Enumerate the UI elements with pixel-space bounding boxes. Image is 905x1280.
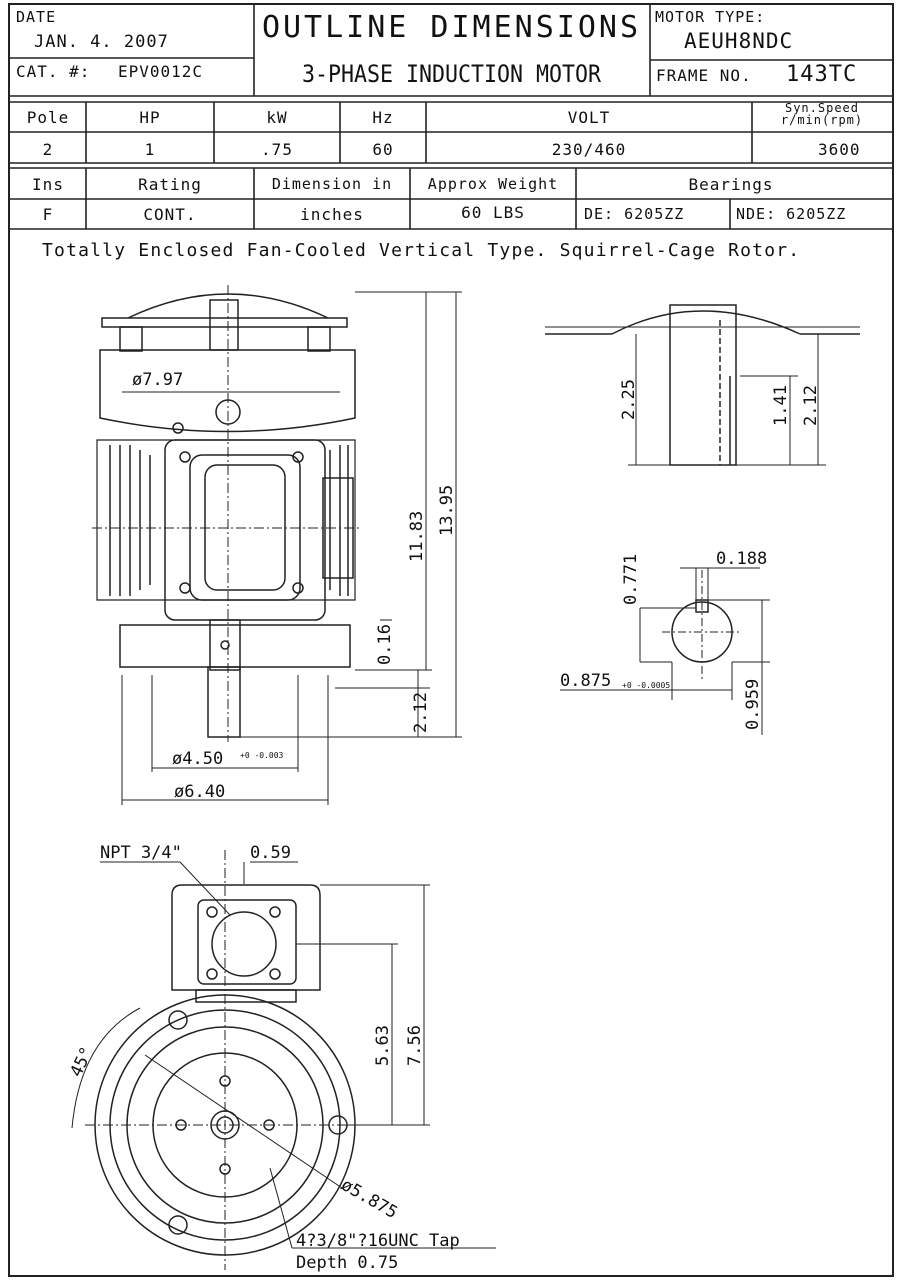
tap-depth-label: Depth 0.75 xyxy=(296,1253,398,1273)
weight-header: Approx Weight xyxy=(427,175,559,193)
side-view-labels: ø7.97 11.83 13.95 0.16 2.12 ø4.50 +0 -0.… xyxy=(132,370,457,802)
box-offset-label: 0.59 xyxy=(250,843,291,863)
pole-value: 2 xyxy=(42,140,54,159)
hz-value: 60 xyxy=(372,140,394,159)
volt-header: VOLT xyxy=(567,108,611,127)
tap-spec-label: 4?3/8"?16UNC Tap xyxy=(296,1231,460,1251)
volt-value: 230/460 xyxy=(551,140,627,159)
kw-header: kW xyxy=(266,108,288,127)
drawing-title: OUTLINE DIMENSIONS xyxy=(261,10,642,45)
detail-height-2-25: 2.25 xyxy=(619,379,639,420)
detail-height-1-41: 1.41 xyxy=(771,385,791,426)
kw-value: .75 xyxy=(261,140,293,159)
bearings-header: Bearings xyxy=(688,175,774,194)
motor-side-view xyxy=(92,285,462,805)
detail-height-2-12: 2.12 xyxy=(801,385,821,426)
overall-height-label: 13.95 xyxy=(437,485,457,536)
conduit-label: NPT 3/4" xyxy=(100,843,182,863)
pilot-tolerance-label: +0 -0.003 xyxy=(240,751,284,760)
pole-header: Pole xyxy=(26,108,70,127)
motor-description: Totally Enclosed Fan-Cooled Vertical Typ… xyxy=(42,240,801,261)
motor-end-view xyxy=(71,850,496,1270)
bearing-nde: NDE: 6205ZZ xyxy=(736,205,847,223)
shaft-detail-labels: 2.25 1.41 2.12 xyxy=(619,379,821,426)
bolt-circle-label: ø5.875 xyxy=(338,1175,401,1223)
cap-diameter-label: ø7.97 xyxy=(132,370,183,390)
cat-value: EPV0012C xyxy=(118,62,204,81)
cat-label: CAT. #: xyxy=(16,62,91,81)
keyway-labels: 0.188 0.771 0.875 +0 -0.0005 0.959 xyxy=(560,549,767,730)
box-height-2-label: 7.56 xyxy=(405,1025,425,1066)
date-value: JAN. 4. 2007 xyxy=(34,32,169,52)
weight-value: 60 LBS xyxy=(461,203,525,222)
body-height-label: 11.83 xyxy=(407,511,427,562)
hp-value: 1 xyxy=(144,140,156,159)
motor-type-label: MOTOR TYPE: xyxy=(655,8,766,26)
speed-value: 3600 xyxy=(818,140,861,159)
dimension-value: inches xyxy=(300,205,364,224)
motor-type-value: AEUH8NDC xyxy=(684,29,794,53)
frame-label: FRAME NO. xyxy=(656,66,752,85)
key-width-label: 0.188 xyxy=(716,549,767,569)
bearing-de: DE: 6205ZZ xyxy=(584,205,685,223)
date-label: DATE xyxy=(16,8,57,26)
rating-header: Rating xyxy=(138,175,202,194)
pilot-diameter-label: ø4.50 xyxy=(172,749,223,769)
hz-header: Hz xyxy=(372,108,394,127)
key-height-label: 0.959 xyxy=(743,679,763,730)
dimension-header: Dimension in xyxy=(271,175,393,193)
hp-header: HP xyxy=(139,108,161,127)
drawing-subtitle: 3-PHASE INDUCTION MOTOR xyxy=(301,60,602,88)
shaft-length-label: 2.12 xyxy=(411,692,431,733)
rating-value: CONT. xyxy=(143,205,197,224)
flange-diameter-label: ø6.40 xyxy=(174,782,225,802)
shaft-detail-view xyxy=(545,304,860,466)
shaft-tolerance-label: +0 -0.0005 xyxy=(622,681,670,690)
angle-label: 45° xyxy=(66,1044,97,1080)
key-depth-label: 0.771 xyxy=(621,554,641,605)
box-height-1-label: 5.63 xyxy=(373,1025,393,1066)
drawing-sheet xyxy=(8,3,894,1277)
ins-header: Ins xyxy=(32,175,64,194)
keyway-section-view xyxy=(560,567,770,735)
shaft-diameter-label: 0.875 xyxy=(560,671,611,691)
speed-header: Syn.Speed r/min(rpm) xyxy=(780,101,864,127)
frame-value: 143TC xyxy=(786,62,858,87)
flange-gap-label: 0.16 xyxy=(375,624,395,665)
ins-value: F xyxy=(42,205,54,224)
title-block-grid xyxy=(10,5,892,230)
